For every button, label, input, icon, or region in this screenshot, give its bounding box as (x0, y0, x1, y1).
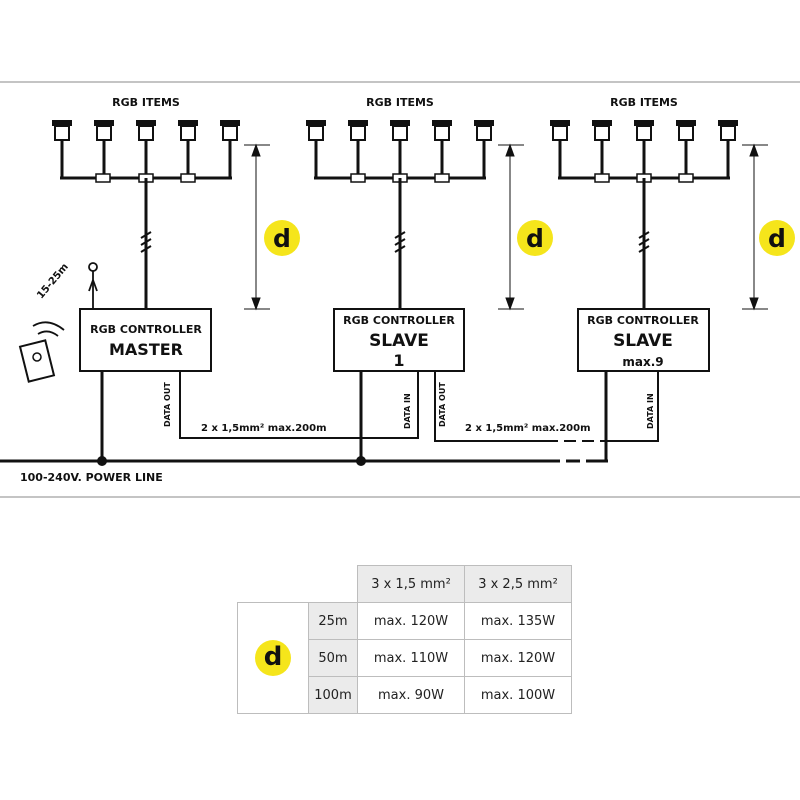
data-line-2 (434, 371, 659, 442)
table-header-row: 3 x 1,5 mm² 3 x 2,5 mm² (238, 565, 572, 603)
value-cell: max. 110W (357, 639, 465, 677)
wiring-diagram: RGB ITEMS RGB ITEMS RGB ITE (0, 81, 800, 498)
svg-text:max.9: max.9 (622, 355, 663, 369)
junction-dot (97, 456, 107, 466)
distance-cell: 100m (308, 676, 358, 714)
lamp-icon (718, 120, 738, 141)
lamp-icon (634, 120, 654, 141)
d-badge: d (255, 640, 291, 676)
svg-text:1: 1 (393, 351, 404, 370)
junction-dot (356, 456, 366, 466)
lamp-icon (432, 120, 452, 141)
svg-text:d: d (526, 224, 544, 253)
svg-text:d: d (273, 224, 291, 253)
lamp-icon (676, 120, 696, 141)
data-out-label: DATA OUT (163, 382, 172, 427)
distance-dimension-1 (244, 143, 270, 311)
distance-dimension-3 (742, 143, 768, 311)
svg-text:RGB CONTROLLER: RGB CONTROLLER (343, 314, 455, 327)
value-cell: max. 120W (464, 639, 572, 677)
data-in-label: DATA IN (403, 393, 412, 429)
lamp-icon (592, 120, 612, 141)
controller-slave-1: RGB CONTROLLER SLAVE 1 (333, 308, 465, 372)
lamp-icon (390, 120, 410, 141)
cable-spec-label: 2 x 1,5mm² max.200m (465, 423, 591, 434)
lamp-icon (474, 120, 494, 141)
remote-control-icon (18, 339, 56, 383)
svg-text:d: d (768, 224, 786, 253)
rgb-items-label: RGB ITEMS (366, 96, 434, 109)
svg-text:MASTER: MASTER (109, 340, 183, 359)
lamp-icon (94, 120, 114, 141)
lamp-icon (550, 120, 570, 141)
distance-dimension-2 (498, 143, 524, 311)
cable-spec-label: 2 x 1,5mm² max.200m (201, 423, 327, 434)
data-line-1 (179, 371, 419, 439)
distance-cell: 50m (308, 639, 358, 677)
distance-cell: 25m (308, 602, 358, 640)
lamp-icon (306, 120, 326, 141)
lamp-icon (52, 120, 72, 141)
lamp-icon (178, 120, 198, 141)
lamp-icon (348, 120, 368, 141)
table-row: 100m max. 90W max. 100W (238, 676, 572, 714)
controller-slave-max9: RGB CONTROLLER SLAVE max.9 (577, 308, 710, 372)
svg-text:RGB CONTROLLER: RGB CONTROLLER (90, 323, 202, 336)
rgb-group-3: RGB ITEMS (550, 96, 738, 308)
lamp-icon (220, 120, 240, 141)
svg-text:SLAVE: SLAVE (613, 331, 673, 351)
rgb-group-1: RGB ITEMS (52, 96, 240, 308)
range-label: 15-25m (35, 262, 71, 302)
data-in-label: DATA IN (646, 393, 655, 429)
column-header: 3 x 2,5 mm² (464, 565, 572, 603)
data-out-label: DATA OUT (438, 382, 447, 427)
rgb-items-label: RGB ITEMS (610, 96, 678, 109)
column-header: 3 x 1,5 mm² (357, 565, 465, 603)
value-cell: max. 90W (357, 676, 465, 714)
value-cell: max. 135W (464, 602, 572, 640)
power-table: 3 x 1,5 mm² 3 x 2,5 mm² d 25m max. 120W … (237, 565, 572, 714)
value-cell: max. 100W (464, 676, 572, 714)
controller-master: RGB CONTROLLER MASTER (79, 308, 212, 372)
power-line-label: 100-240V. POWER LINE (20, 471, 163, 484)
antenna-icon (88, 262, 98, 309)
lamp-icon (136, 120, 156, 141)
table-row: d 25m max. 120W max. 135W (237, 602, 572, 714)
d-badge: d (517, 220, 553, 256)
d-badge: d (759, 220, 795, 256)
d-badge: d (264, 220, 300, 256)
svg-text:SLAVE: SLAVE (369, 331, 429, 351)
power-line (0, 371, 608, 463)
value-cell: max. 120W (357, 602, 465, 640)
rgb-items-label: RGB ITEMS (112, 96, 180, 109)
svg-text:RGB CONTROLLER: RGB CONTROLLER (587, 314, 699, 327)
wireless-signal-icon (32, 321, 65, 337)
rgb-group-2: RGB ITEMS (306, 96, 494, 308)
d-cell: d (237, 602, 309, 714)
